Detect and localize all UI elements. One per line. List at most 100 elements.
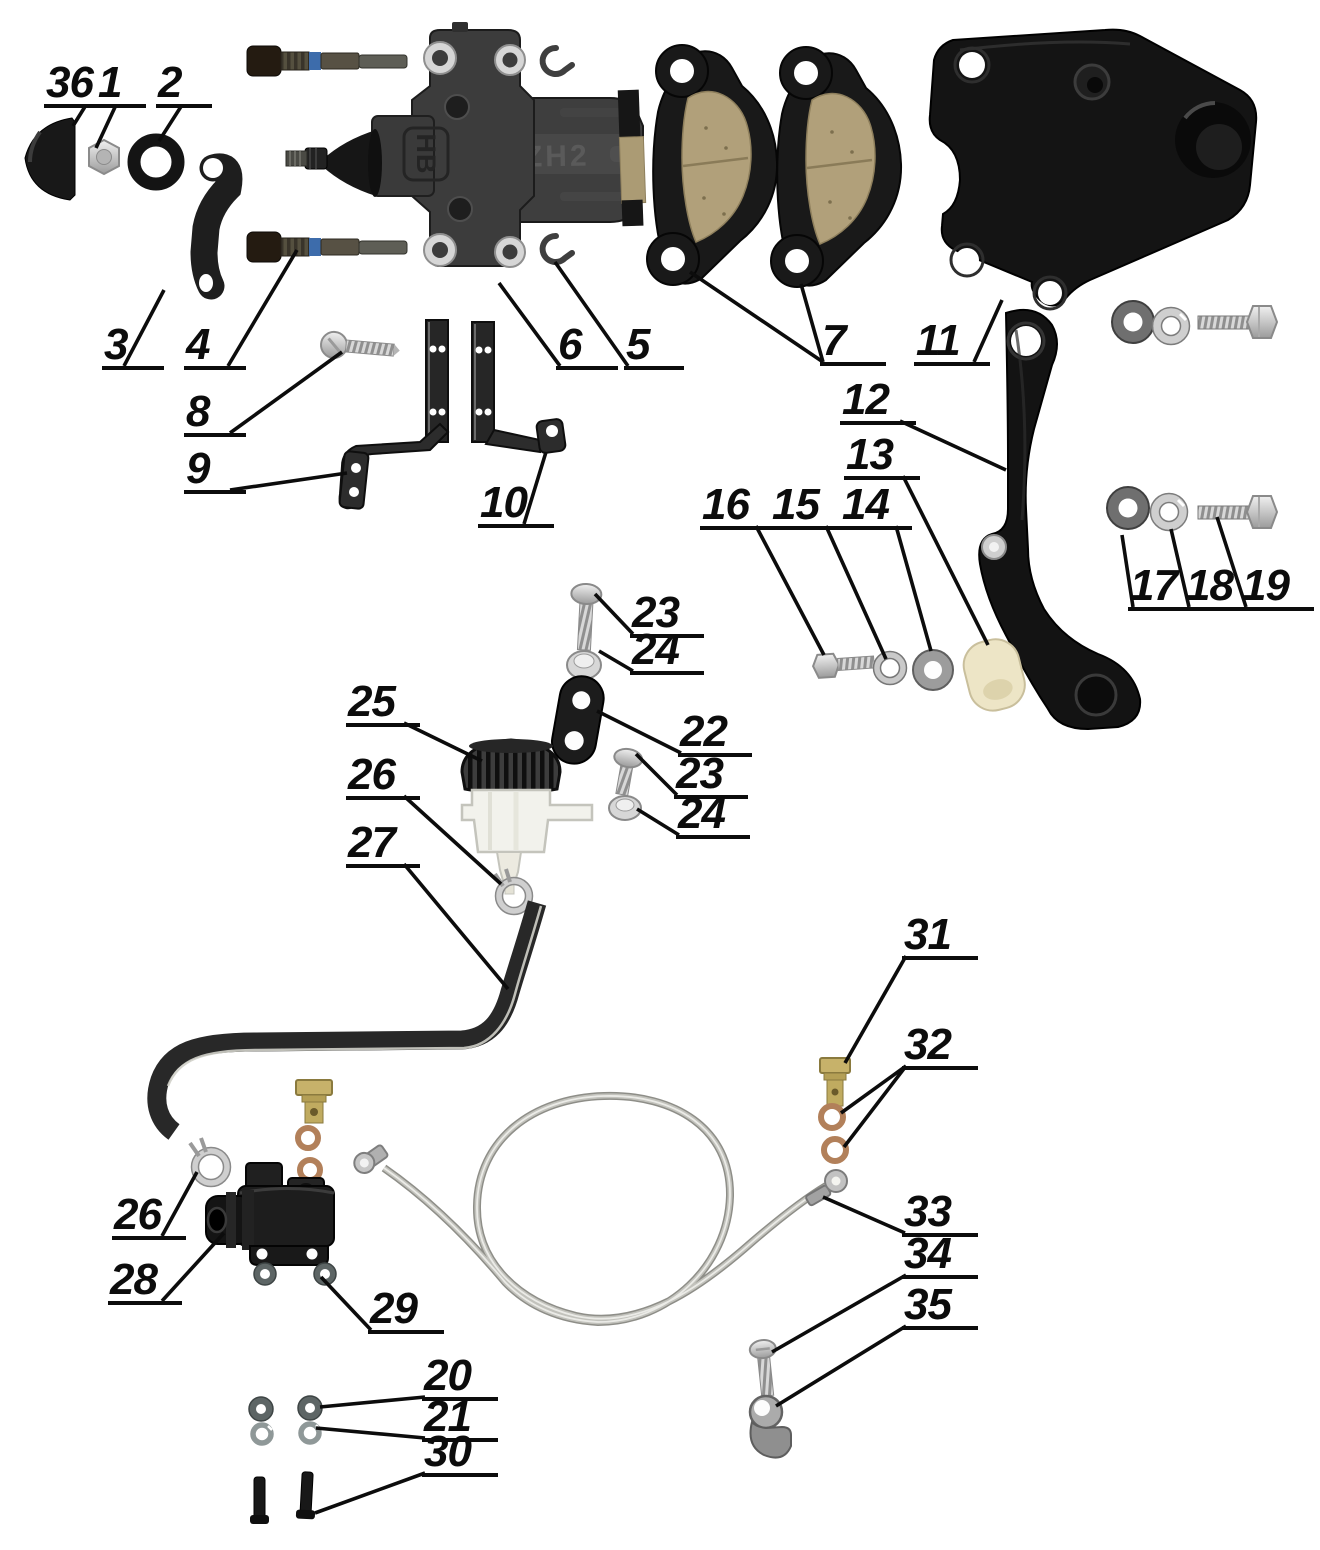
part-label-30-38: 30: [422, 1429, 498, 1478]
part-label-22-23: 22: [678, 709, 752, 758]
leader-line-2: [157, 104, 184, 142]
caliper-logo-text: HB: [411, 134, 441, 175]
part-label-16-14: 16: [700, 482, 772, 531]
part-label-19-19: 19: [1240, 563, 1314, 612]
part-label-11-8: 11: [914, 318, 990, 367]
e-clip-top: [539, 44, 575, 77]
part-label-34-34: 34: [902, 1231, 978, 1280]
part-label-2-2: 2: [156, 60, 212, 109]
pan-screw-upper: [570, 583, 603, 651]
part-label-12-12: 12: [840, 377, 916, 426]
part-label-26-30: 26: [112, 1192, 186, 1241]
caliper-lever-bracket: [190, 153, 243, 300]
leader-line-10: [522, 451, 548, 525]
washers-flat-pair: [248, 1395, 323, 1422]
part-label-4-4: 4: [184, 322, 246, 371]
leader-line-6: [497, 281, 562, 368]
flange-nut-lower: [608, 795, 642, 821]
leader-line-12: [899, 419, 1007, 472]
part-label-32-29: 32: [902, 1022, 978, 1071]
leader-line-31: [843, 955, 908, 1064]
part-label-3-3: 3: [102, 322, 164, 371]
brake-pad-right: [770, 46, 903, 288]
leader-line-21: [315, 1426, 426, 1440]
leader-line-7: [799, 283, 825, 363]
p-clip: [748, 1394, 792, 1459]
part-label-13-13: 13: [844, 432, 920, 481]
part-label-9-10: 9: [184, 446, 246, 495]
brake-pad-left: [646, 44, 779, 286]
washer-flat-row1: [1111, 300, 1155, 344]
mount-washers: [253, 1262, 337, 1286]
leader-line-35: [775, 1324, 907, 1408]
leader-line-1: [94, 104, 118, 149]
part-label-14-16: 14: [840, 482, 912, 531]
part-label-23-20: 23: [630, 590, 704, 639]
part-label-26-26: 26: [346, 752, 420, 801]
leader-line-14: [894, 525, 933, 652]
part-label-29-32: 29: [368, 1286, 444, 1335]
caliper-mount-plate: [928, 28, 1258, 311]
part-label-27-27: 27: [346, 820, 420, 869]
part-label-33-33: 33: [902, 1189, 978, 1238]
leader-line-32: [842, 1064, 908, 1149]
washer-lock-row1: [1151, 306, 1191, 346]
leader-line-3: [122, 289, 166, 367]
brake-caliper: ZH2 HB: [285, 22, 644, 268]
rubber-cap: [24, 117, 76, 201]
part-label-5-6: 5: [624, 322, 684, 371]
curved-arm-bracket: [978, 309, 1142, 731]
part-label-24-25: 24: [676, 791, 750, 840]
hose-bracket-left: [338, 319, 450, 510]
leader-line-9: [229, 471, 348, 492]
link-strap: [551, 675, 605, 765]
part-label-10-11: 10: [478, 480, 554, 529]
large-flat-washer: [912, 649, 954, 691]
leader-line-23: [593, 592, 635, 636]
washer-flat-row2: [1106, 486, 1150, 530]
part-label-35-35: 35: [902, 1282, 978, 1331]
leader-line-23: [634, 752, 679, 797]
brake-pad-fragment: [617, 89, 647, 227]
leader-line-20: [319, 1395, 426, 1409]
banjo-bolt-front: [295, 1079, 333, 1124]
part-label-21-37: 21: [422, 1394, 498, 1443]
leader-line-36: [71, 104, 88, 127]
leader-line-29: [319, 1275, 373, 1332]
part-label-20-36: 20: [422, 1353, 498, 1402]
pan-screw-lower: [613, 747, 644, 797]
leader-line-15: [824, 525, 888, 660]
hose-clamp-lower: [188, 1137, 232, 1188]
part-label-23-24: 23: [674, 751, 748, 800]
hex-bolt-row1: [1197, 305, 1279, 339]
leader-line-28: [160, 1231, 226, 1303]
banjo-bolt: [819, 1057, 851, 1107]
leader-line-24: [598, 649, 634, 673]
part-label-1-1: 1: [96, 60, 146, 109]
hex-nut: [88, 138, 120, 176]
leader-line-22: [596, 709, 682, 755]
line-fitting-left: [353, 1144, 389, 1174]
caliper-pin-bolt-bottom: [246, 231, 408, 263]
part-label-25-22: 25: [346, 679, 420, 728]
part-label-17-17: 17: [1128, 563, 1200, 612]
e-clip-bottom: [539, 232, 575, 265]
leader-line-24: [636, 807, 680, 837]
part-label-6-5: 6: [556, 322, 618, 371]
part-label-28-31: 28: [108, 1257, 182, 1306]
part-label-18-18: 18: [1184, 563, 1256, 612]
leader-line-19: [1215, 516, 1248, 608]
hex-bolt-row2: [1197, 495, 1279, 529]
copper-washer-2: [821, 1136, 849, 1164]
leader-line-16: [754, 525, 826, 656]
line-fitting-right: [805, 1169, 848, 1207]
leader-line-32: [839, 1064, 908, 1115]
reservoir-hose: [147, 900, 547, 1140]
part-label-8-9: 8: [184, 389, 246, 438]
leader-line-26: [160, 1171, 199, 1237]
leader-line-7: [688, 270, 825, 364]
clip-screw: [748, 1339, 777, 1398]
mount-bolts-pair: [250, 1471, 316, 1524]
